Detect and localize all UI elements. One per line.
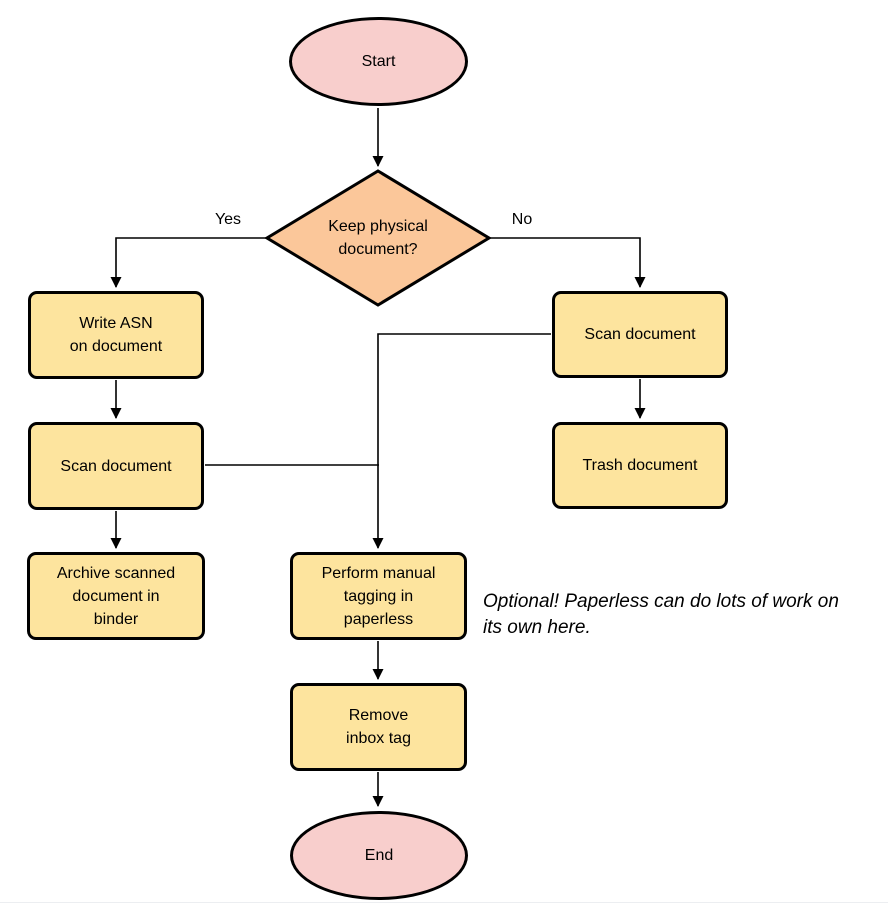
node-end-label: End xyxy=(364,847,394,864)
node-scan-document-right-label: Scan document xyxy=(584,326,696,343)
page-bottom-border xyxy=(0,902,888,903)
node-scan-document-left-label: Scan document xyxy=(60,457,172,475)
node-decision-label: Keep physical document? xyxy=(328,218,428,258)
node-archive-binder-label: Archive scanned document in binder xyxy=(56,564,176,628)
edge-scan-right-to-tagging xyxy=(372,333,551,549)
node-remove-inbox-tag-label: Remove inbox tag xyxy=(346,707,411,747)
node-remove-inbox-tag: Remove inbox tag xyxy=(290,683,467,771)
node-write-asn-label: Write ASN on document xyxy=(69,315,163,355)
edge-decision-no-to-scan-right xyxy=(490,237,646,288)
node-start-label: Start xyxy=(361,53,396,70)
node-trash-document-label: Trash document xyxy=(582,457,698,474)
node-manual-tagging: Perform manual tagging in paperless xyxy=(290,552,467,640)
node-write-asn: Write ASN on document xyxy=(28,291,204,379)
edge-decision-yes-to-write-asn xyxy=(110,237,266,288)
node-manual-tagging-label: Perform manual tagging in paperless xyxy=(321,564,436,628)
node-start: Start xyxy=(289,17,468,106)
node-decision: Keep physical document? xyxy=(283,215,473,261)
decision-diamond-shape xyxy=(264,169,492,307)
edge-label-no: No xyxy=(511,211,533,228)
node-scan-document-left: Scan document xyxy=(28,422,204,510)
node-end: End xyxy=(290,811,468,900)
node-trash-document: Trash document xyxy=(552,422,728,509)
edge-label-yes: Yes xyxy=(214,211,242,228)
node-scan-document-right: Scan document xyxy=(552,291,728,378)
note-optional: Optional! Paperless can do lots of work … xyxy=(483,591,839,638)
diamond-polygon xyxy=(264,169,492,307)
node-archive-binder: Archive scanned document in binder xyxy=(27,552,205,640)
